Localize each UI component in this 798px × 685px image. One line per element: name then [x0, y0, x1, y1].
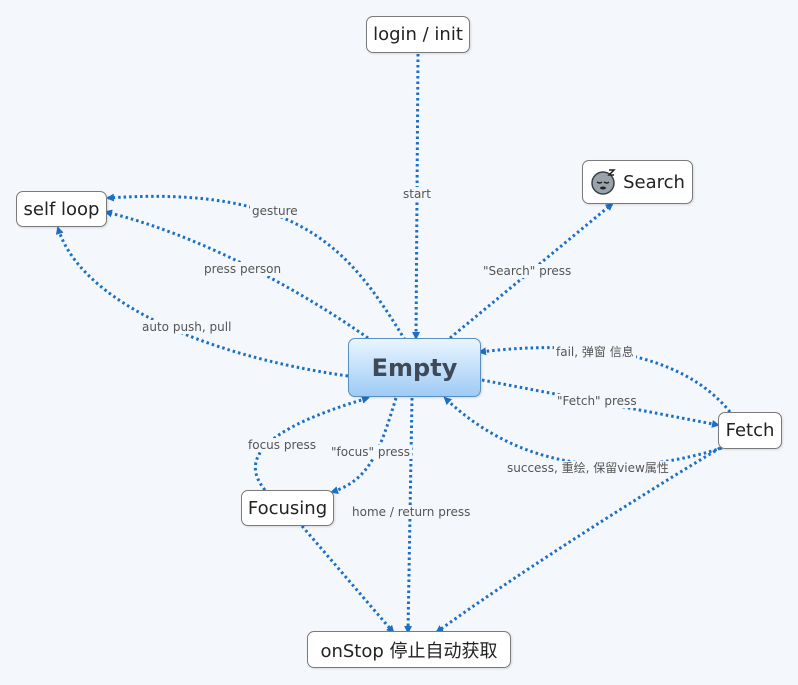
label-success: success, 重绘, 保留view属性: [505, 461, 671, 475]
label-focus-press: focus press: [246, 438, 319, 452]
label-auto-push-pull: auto push, pull: [140, 320, 234, 334]
node-self-loop[interactable]: self loop: [16, 191, 107, 227]
edge-focusing-onstop: [300, 525, 395, 634]
node-fetch[interactable]: Fetch: [718, 412, 782, 449]
node-empty[interactable]: Empty: [348, 338, 481, 397]
node-search-label: Search: [623, 171, 685, 193]
label-home-return: home / return press: [350, 505, 473, 519]
edge-fetch-press: [481, 378, 720, 428]
label-start: start: [401, 187, 433, 201]
label-fail: fail, 弹窗 信息: [554, 345, 636, 359]
edge-auto-push-pull: [55, 226, 349, 378]
sleeping-face-icon: [591, 169, 616, 195]
edge-fetch-onstop: [435, 446, 721, 634]
node-login[interactable]: login / init: [366, 16, 470, 53]
edge-press-person: [104, 209, 369, 340]
edge-focus-quoted-press: [330, 397, 398, 495]
label-gesture: gesture: [250, 204, 300, 218]
node-search[interactable]: Search: [582, 160, 693, 204]
label-fetch-press: "Fetch" press: [555, 394, 639, 408]
edge-success: [443, 396, 723, 467]
node-focusing[interactable]: Focusing: [241, 490, 334, 526]
label-search-press: "Search" press: [481, 264, 574, 278]
label-press-person: press person: [202, 262, 284, 276]
node-onstop[interactable]: onStop 停止自动获取: [307, 631, 511, 668]
edge-gesture: [106, 193, 407, 341]
label-focus-quoted-press: "focus" press: [329, 445, 413, 459]
edge-start: [412, 53, 421, 340]
